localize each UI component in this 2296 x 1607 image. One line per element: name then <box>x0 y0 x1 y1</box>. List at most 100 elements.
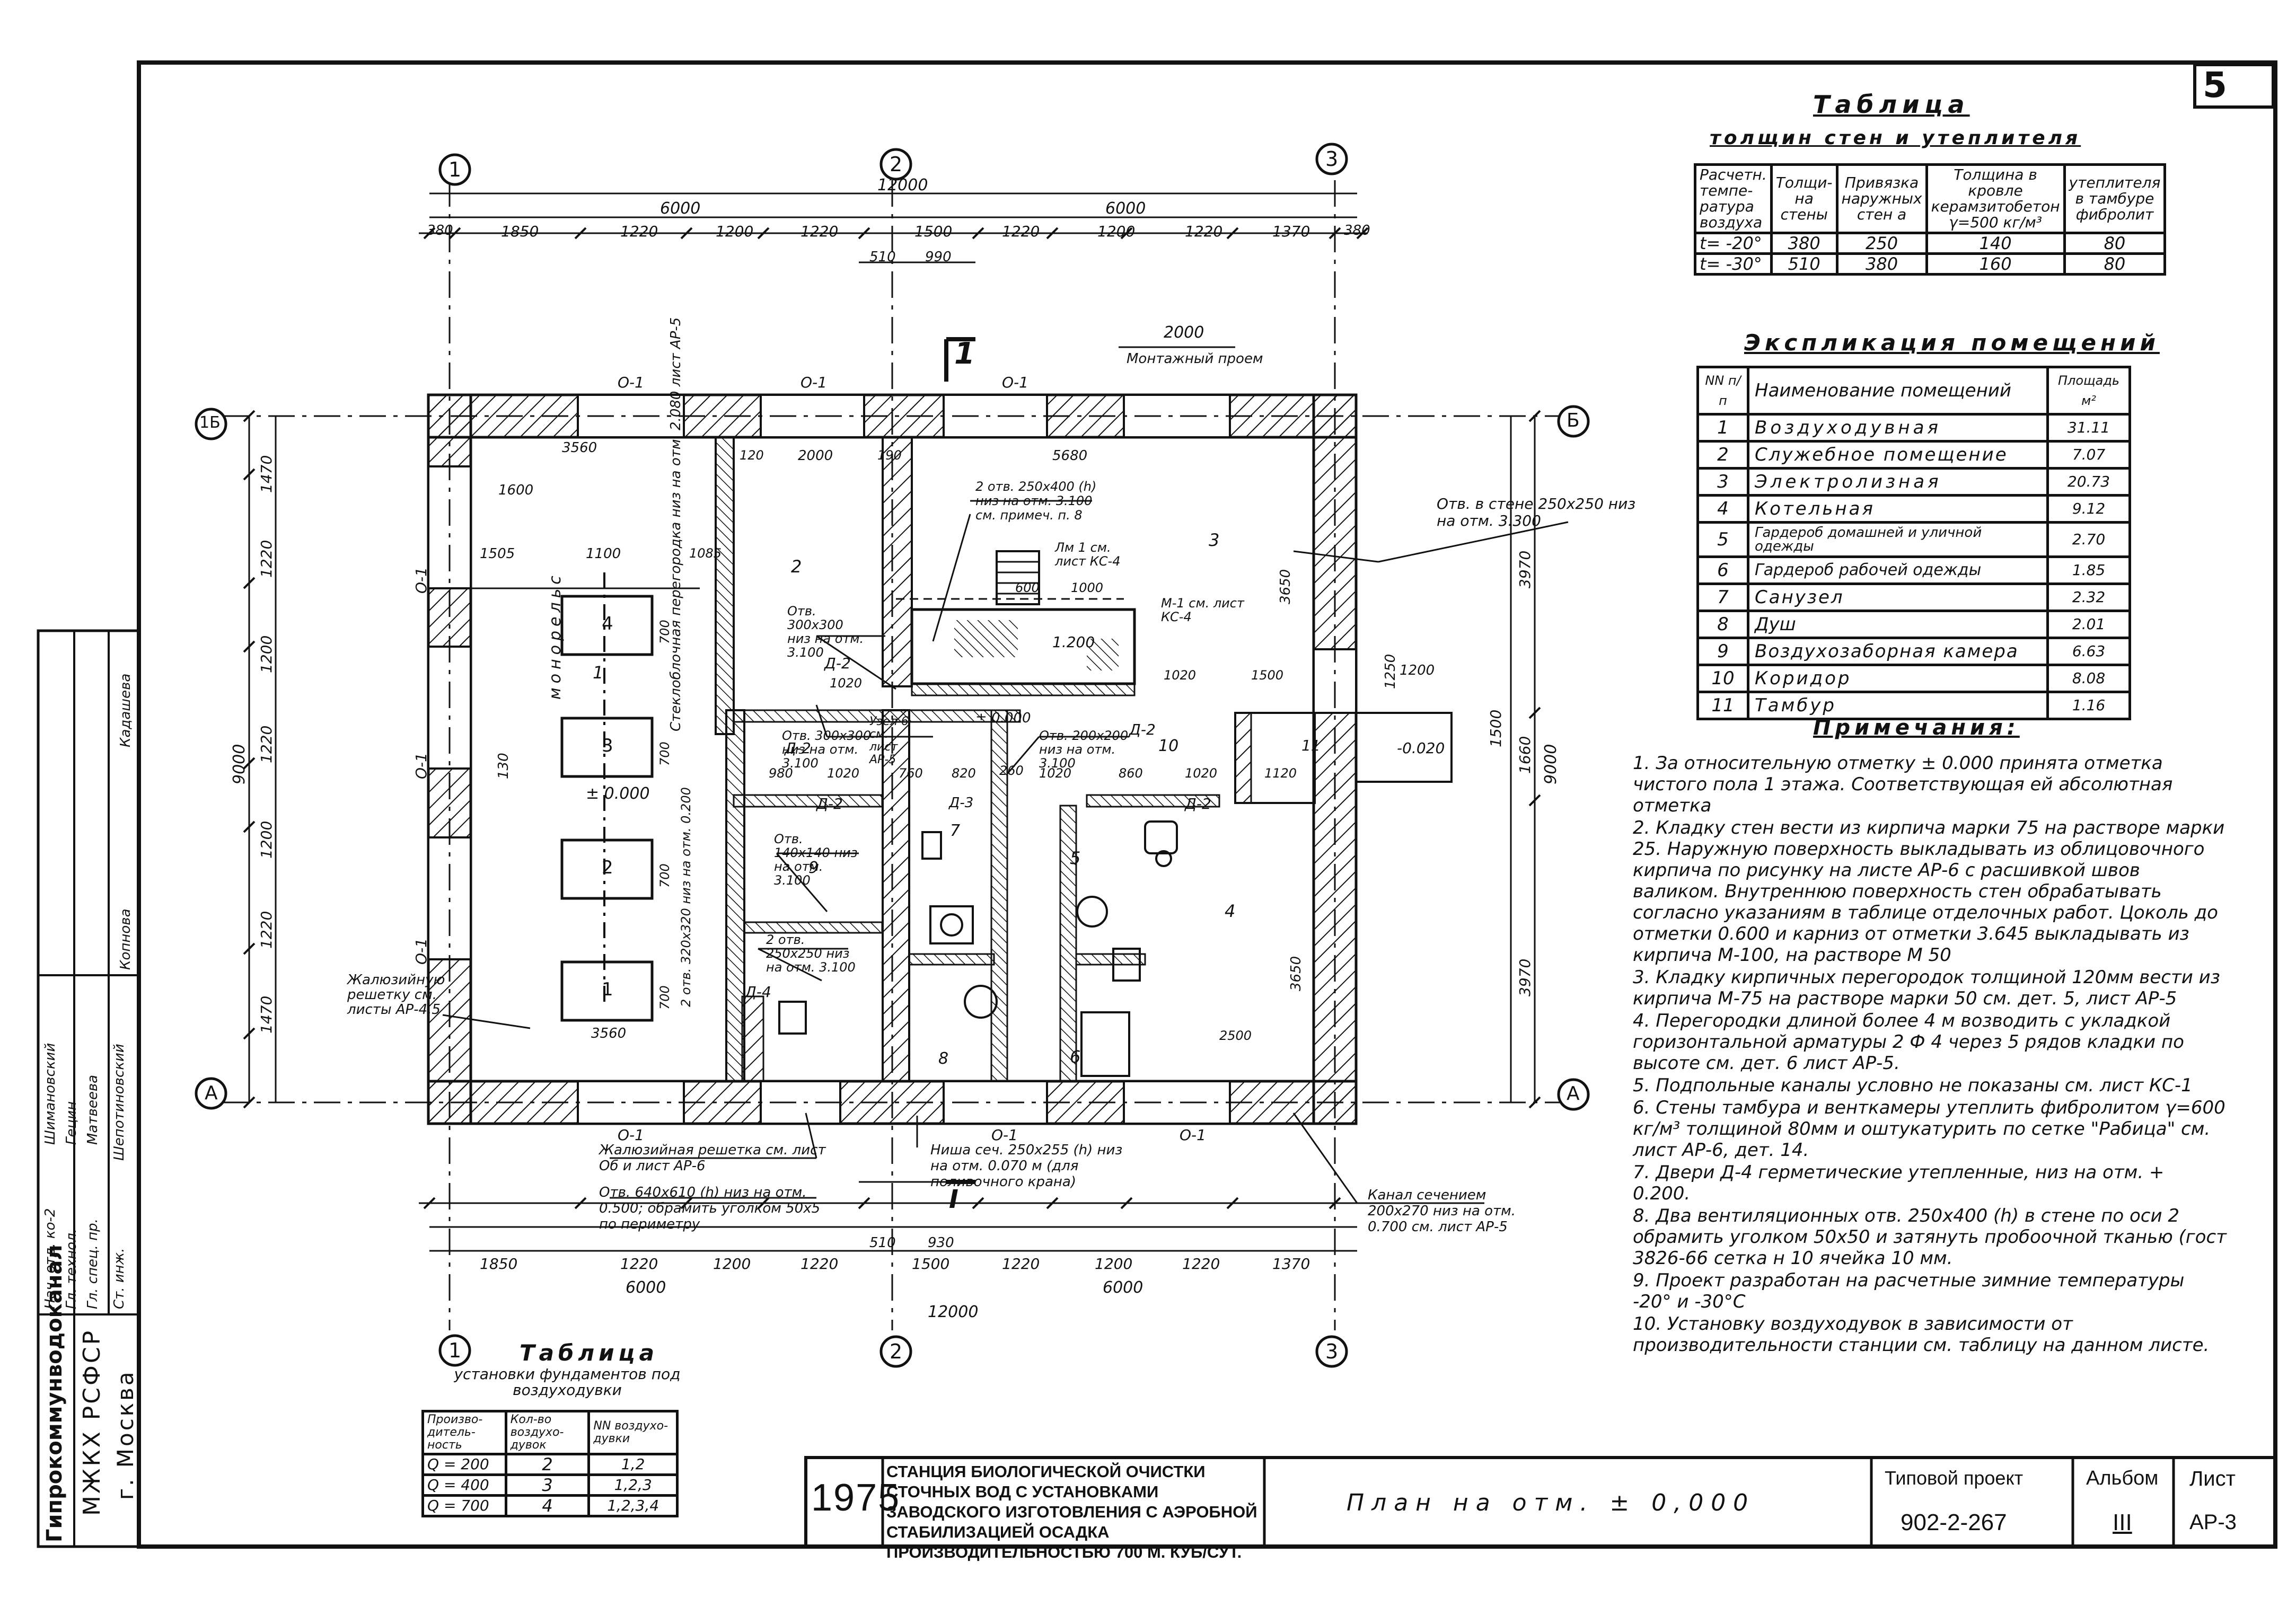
note-item-7: 7. Двери Д-4 герметические утепленные, н… <box>1633 1162 2165 1204</box>
rooms-r1-name: Служебное помещение <box>1747 440 2049 470</box>
window-mark-left-3: О-1 <box>412 938 430 965</box>
side-extra-name-2: Кадашева <box>118 673 134 747</box>
title-type-label: Типовой проект <box>1885 1467 2024 1489</box>
dim-int-3650a: 3650 <box>1278 569 1294 604</box>
rooms-r0-area: 31.11 <box>2046 413 2131 443</box>
room-6: 6 <box>1070 1047 1081 1067</box>
walls-r0-c2: 250 <box>1835 232 1928 255</box>
axis-label-1-top: 1 <box>448 158 462 181</box>
dim-top-half-2: 6000 <box>1105 199 1146 218</box>
rooms-r7-name: Душ <box>1747 610 2049 639</box>
dim-top-c9: 1370 <box>1272 223 1310 240</box>
foundation-table-subtitle: установки фундаментов под воздуходувки <box>454 1365 681 1399</box>
rooms-r4-area: 2.70 <box>2046 521 2131 558</box>
note-ladder: Лм 1 см. лист КС-4 <box>1055 540 1121 569</box>
note-opening-200: Отв. 200х200 низ на отм. 3.100 <box>1039 728 1129 771</box>
found-r0-c1: 2 <box>504 1453 591 1476</box>
level-corridor: ± 0.000 <box>975 710 1031 726</box>
side-name-3: Матвеева <box>85 1074 101 1145</box>
note-channel: Канал сечением 200х270 низ на отм. 0.700… <box>1368 1187 1516 1235</box>
mount-opening-label: Монтажный проем <box>1127 351 1263 367</box>
dim-left-total: 9000 <box>230 744 249 784</box>
rooms-r10-area: 1.16 <box>2046 691 2131 720</box>
blower-1: 1 <box>602 979 613 1000</box>
notes-title: Примечания: <box>1813 716 2020 740</box>
dim-int-5680: 5680 <box>1052 448 1088 464</box>
side-role-4: Ст. инж. <box>111 1248 127 1309</box>
blower-4: 4 <box>602 613 613 634</box>
note-niche: Ниша сеч. 250х255 (h) низ на отм. 0.070 … <box>930 1142 1123 1190</box>
blower-dim-1: 700 <box>657 985 672 1010</box>
dim-int-1120: 1120 <box>1264 766 1297 781</box>
room-4: 4 <box>1225 901 1236 921</box>
note-item-8: 8. Два вентиляционных отв. 250х400 (h) в… <box>1633 1205 2227 1269</box>
side-name-1: Шимановский <box>42 1043 58 1145</box>
found-r2-c0: Q = 700 <box>421 1494 507 1517</box>
walls-hdr-1: Толщи- на стены <box>1770 163 1838 234</box>
fixtures <box>778 820 1178 1077</box>
door-mark-d3: Д-3 <box>949 795 974 811</box>
rooms-r10-n: 11 <box>1696 691 1749 720</box>
foundation-table-header: Произво- дитель- ность Кол-во воздухо- д… <box>421 1410 679 1455</box>
rooms-r5-n: 6 <box>1696 555 1749 585</box>
dim-int-760: 760 <box>899 766 923 781</box>
side-role-3: Гл. спец. пр. <box>85 1219 101 1309</box>
rooms-r6-area: 2.32 <box>2046 582 2131 612</box>
walls-r1-c3: 160 <box>1925 252 2066 276</box>
axis-label-1b: 1Б <box>199 413 221 432</box>
blower-dim-2: 700 <box>657 863 672 888</box>
dim-left-c0: 1470 <box>258 455 275 493</box>
level-tank: 1.200 <box>1052 633 1095 651</box>
window-mark-bottom-2: О-1 <box>991 1126 1018 1144</box>
rooms-r1-n: 2 <box>1696 440 1749 470</box>
note-louvre-left: Жалюзийную решетку см. листы АР-4,5 <box>347 972 445 1018</box>
door-mark-d2a: Д-2 <box>785 739 811 757</box>
found-r0-c2: 1,2 <box>587 1453 679 1476</box>
door-mark-d2d: Д-2 <box>1185 795 1211 813</box>
rooms-r9-n: 10 <box>1696 664 1749 693</box>
dim-int-1020c: 1020 <box>827 766 860 781</box>
dim-int-2500: 2500 <box>1219 1028 1252 1043</box>
dim-right-c1: 1660 <box>1516 736 1534 774</box>
found-hdr-1: Кол-во воздухо- дувок <box>504 1410 591 1455</box>
dim-bottom-c5: 1220 <box>1002 1255 1040 1273</box>
rooms-r7-area: 2.01 <box>2046 610 2131 639</box>
title-block-frame <box>804 1456 2277 1548</box>
dim-int-1000: 1000 <box>1071 580 1104 595</box>
note-partition: Стеклоблочная перегородка низ на отм. 2.… <box>668 317 684 731</box>
axis-label-3-top: 3 <box>1325 147 1339 171</box>
rooms-hdr-0: NN п/п <box>1696 366 1749 416</box>
dim-right-total: 9000 <box>1542 744 1560 784</box>
dim-int-8740: 130 <box>496 753 512 779</box>
note-opening-140: Отв. 140х140 низ на отм. 3.100 <box>774 832 858 888</box>
dim-top-c1: 1850 <box>501 223 539 240</box>
note-opening-640: Отв. 640х610 (h) низ на отм. 0.500; обра… <box>599 1185 821 1232</box>
dim-top-c4: 1220 <box>800 223 839 240</box>
leader-lines <box>442 500 1569 1204</box>
dim-right-sub-1: 1250 <box>1383 654 1398 689</box>
found-r1-c0: Q = 400 <box>421 1473 507 1497</box>
side-stamp-frame <box>37 629 140 1548</box>
title-album-value: III <box>2113 1509 2132 1535</box>
rooms-r4-name: Гардероб домашней и уличной одежды <box>1747 521 2049 558</box>
axis-label-2-top: 2 <box>890 153 903 176</box>
blower-pads <box>560 595 654 1022</box>
dim-int-1085: 1085 <box>689 546 722 561</box>
dim-int-260: 260 <box>999 763 1024 778</box>
dim-mount-opening: 2000 <box>1164 323 1204 342</box>
notes-list: 1. За относительную отметку ± 0.000 прин… <box>1633 753 2227 1357</box>
side-name-4: Шепотиновский <box>111 1044 127 1161</box>
dim-int-1600: 1600 <box>498 482 534 498</box>
dim-right-c3: 3970 <box>1516 958 1534 996</box>
dim-bottom-c4: 1500 <box>912 1255 950 1273</box>
window-mark-left-2: О-1 <box>412 753 430 779</box>
dim-top-sub-2: 990 <box>925 249 952 265</box>
window-mark-bottom-1: О-1 <box>618 1126 644 1144</box>
note-node-6: Узел 6 см. лист АР-5 <box>869 715 909 766</box>
dim-left-c5: 1220 <box>258 911 275 949</box>
window-mark-top-2: О-1 <box>800 374 827 391</box>
